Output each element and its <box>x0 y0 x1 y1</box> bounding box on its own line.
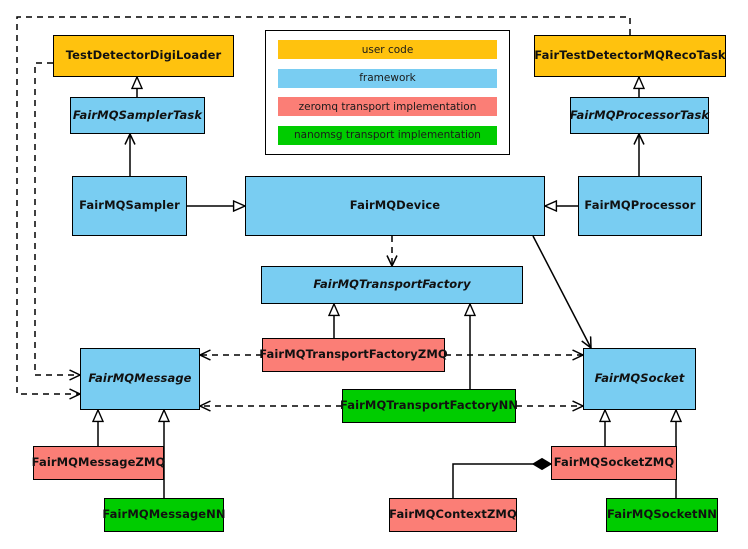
class-box-fairmqsocket[interactable]: FairMQSocket <box>583 348 696 410</box>
class-box-fairmqsamplertask[interactable]: FairMQSamplerTask <box>70 97 205 134</box>
legend-panel: user code framework zeromq transport imple… <box>265 30 510 155</box>
class-box-fairmqtransportfactoryzmq[interactable]: FairMQTransportFactoryZMQ <box>259 338 448 372</box>
class-box-fairtestdetectormqrecotask[interactable]: FairTestDetectorMQRecoTask <box>534 35 726 77</box>
class-box-fairmqsocketnn[interactable]: FairMQSocketNN <box>606 498 718 532</box>
legend-item-framework: framework <box>278 68 497 88</box>
edge-contextzmq-to-socketzmq <box>452 464 551 498</box>
class-box-fairmqprocessor[interactable]: FairMQProcessor <box>578 176 702 236</box>
class-box-fairmqcontextzmq[interactable]: FairMQContextZMQ <box>389 498 517 532</box>
class-box-testdetectordigiloader[interactable]: TestDetectorDigiLoader <box>53 35 234 77</box>
legend-item-zeromq: zeromq transport implementation <box>278 97 497 117</box>
class-box-fairmqdevice[interactable]: FairMQDevice <box>245 176 545 236</box>
legend-item-nanomsg: nanomsg transport implementation <box>278 125 497 145</box>
class-box-fairmqtransportfactorynn[interactable]: FairMQTransportFactoryNN <box>340 389 518 423</box>
class-box-fairmqsampler[interactable]: FairMQSampler <box>72 176 187 236</box>
class-box-fairmqmessage[interactable]: FairMQMessage <box>80 348 200 410</box>
class-box-fairmqtransportfactory[interactable]: FairMQTransportFactory <box>261 266 523 304</box>
class-box-fairmqsocketzmq[interactable]: FairMQSocketZMQ <box>551 446 677 480</box>
class-box-fairmqprocessortask[interactable]: FairMQProcessorTask <box>570 97 709 134</box>
class-box-fairmqmessagenn[interactable]: FairMQMessageNN <box>102 498 226 532</box>
edge-device-to-socket <box>532 235 591 348</box>
legend-item-user: user code <box>278 40 497 59</box>
class-box-fairmqmessagezmq[interactable]: FairMQMessageZMQ <box>32 446 165 480</box>
